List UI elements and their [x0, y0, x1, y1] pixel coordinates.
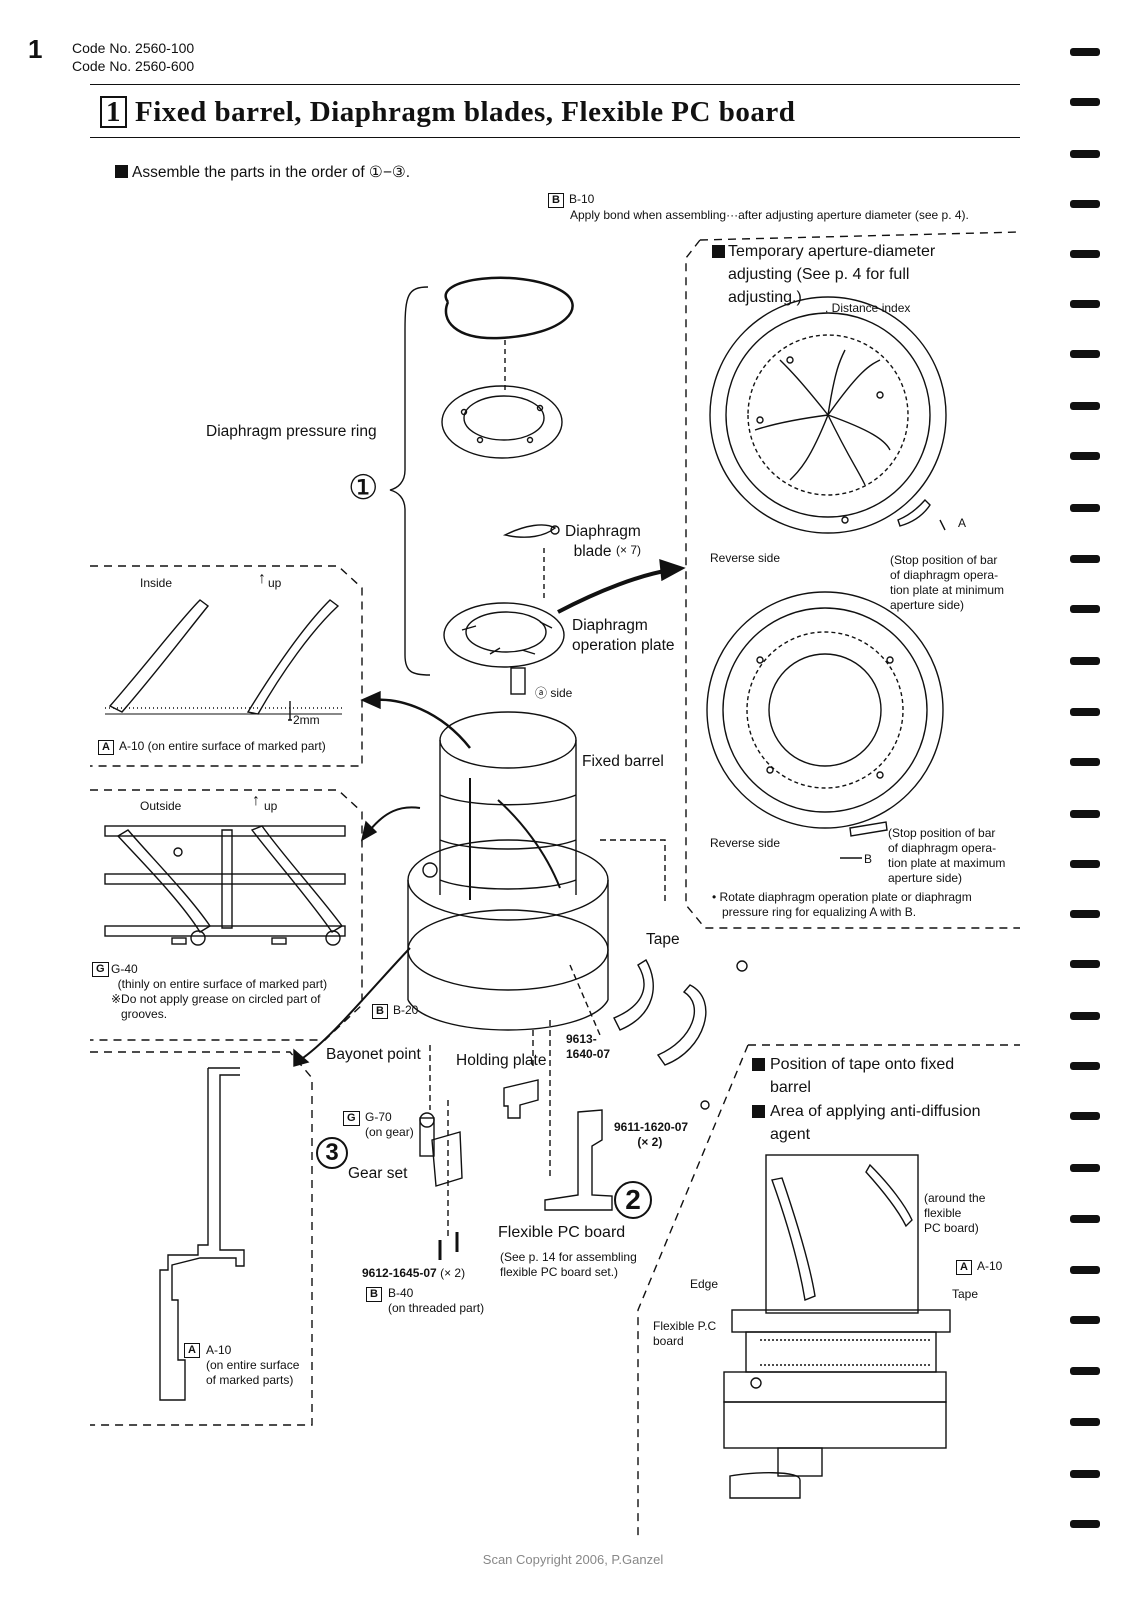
around-flex-note: (around the flexible PC board) — [924, 1191, 986, 1235]
a10-lower-note: A-10 (on entire surface of marked parts) — [206, 1343, 300, 1387]
g70-box-wrap: G — [343, 1110, 365, 1126]
part-9613-1640-07: 9613- 1640-07 — [566, 1032, 611, 1061]
distance-index-label: , Distance index — [825, 301, 911, 315]
bullet-square-icon — [712, 245, 725, 258]
g70-box: G — [343, 1111, 360, 1126]
reverse-side-label-2: Reverse side — [710, 836, 781, 850]
a10-right-box: A — [956, 1260, 972, 1275]
reverse-side-label-1: Reverse side — [710, 551, 781, 565]
holding-plate-drawing — [503, 1079, 539, 1119]
code-number-2: Code No. 2560-600 — [72, 58, 195, 74]
a10-lower-box: A — [184, 1343, 200, 1358]
retaining-ring — [444, 276, 574, 340]
step-2-marker: 2 — [614, 1181, 652, 1219]
label-a: A — [958, 516, 967, 530]
stop-min-note: (Stop position of bar of diaphragm opera… — [890, 553, 1005, 612]
gear-set-drawing — [419, 1112, 463, 1187]
diaphragm-operation-plate-drawing — [443, 602, 565, 695]
inside-grooves — [105, 599, 342, 721]
tape-right-label: Tape — [952, 1287, 979, 1301]
edge-label: Edge — [690, 1277, 719, 1291]
g70-note: G-70 (on gear) — [365, 1110, 414, 1139]
label-b: B — [864, 852, 873, 866]
a10-box: A — [98, 740, 114, 755]
copyright: Scan Copyright 2006, P.Ganzel — [482, 1552, 664, 1567]
stop-max-note: (Stop position of bar of diaphragm opera… — [888, 826, 1006, 885]
g40-note: G-40 (thinly on entire surface of marked… — [111, 962, 328, 1021]
bayonet-point-label: Bayonet point — [326, 1046, 421, 1063]
brace — [389, 286, 431, 676]
arrow-up-icon: ↑ — [258, 570, 266, 587]
diaphragm-pressure-ring-drawing — [441, 385, 563, 459]
title-text: Fixed barrel, Diaphragm blades, Flexible… — [135, 96, 796, 128]
part-9612-1645-07: 9612-1645-07 (× 2) — [362, 1266, 466, 1280]
arrow-up-icon: ↑ — [252, 792, 260, 809]
fixed-barrel-label: Fixed barrel — [582, 753, 664, 770]
flexible-pc-board-label: Flexible PC board — [498, 1224, 626, 1241]
outside-label: Outside — [140, 799, 182, 813]
diaphragm-blade-label: Diaphragm blade — [565, 523, 641, 560]
a10-lower-box-wrap: A — [184, 1342, 205, 1358]
a-side-label: ⓐ side — [535, 686, 573, 700]
rotate-note: • Rotate diaphragm operation plate or di… — [712, 890, 972, 919]
panel-tape-position — [637, 1044, 1020, 1540]
outside-grooves — [104, 825, 346, 946]
tape-drawing — [613, 959, 654, 1031]
bullet-square-icon — [752, 1105, 765, 1118]
panel-outside — [90, 789, 363, 1041]
diaphragm-operation-plate-label: Diaphragm operation plate — [572, 617, 675, 654]
b10-box: B — [548, 193, 564, 208]
b40-box-wrap: B — [366, 1286, 387, 1302]
temporary-adjusting-heading: Temporary aperture-diameter adjusting (S… — [712, 240, 935, 309]
panel-section — [90, 1051, 313, 1426]
step-1-marker: ① — [348, 469, 379, 507]
intro-text: Assemble the parts in the order of ①−③. — [115, 163, 410, 182]
diaphragm-blade-drawing — [502, 524, 557, 538]
diaphragm-pressure-ring-label: Diaphragm pressure ring — [206, 423, 377, 440]
up-label-2: up — [264, 799, 278, 813]
g40-box: G — [92, 962, 109, 977]
blade-count: (× 7) — [616, 543, 642, 557]
cross-section-profile — [159, 1067, 245, 1401]
two-mm-label: 2mm — [293, 713, 320, 727]
code-number-1: Code No. 2560-100 — [72, 40, 195, 56]
barrel-tape-drawing — [723, 1154, 951, 1499]
g40-box-wrap: G — [92, 961, 114, 977]
gear-set-label: Gear set — [348, 1165, 408, 1182]
b40-note: B-40 (on threaded part) — [388, 1286, 485, 1315]
b40-box: B — [366, 1287, 382, 1302]
flexible-pc-board-drawing — [544, 1109, 613, 1211]
b10-note: Apply bond when assembling···after adjus… — [570, 208, 969, 222]
tape-label: Tape — [646, 931, 680, 948]
up-label-1: up — [268, 576, 282, 590]
bullet-square-icon — [115, 165, 128, 178]
page-number: 1 — [28, 34, 43, 64]
iris-min — [709, 296, 947, 534]
title-number-box: 1 — [100, 96, 127, 128]
b20-box: B — [372, 1004, 388, 1019]
holding-plate-label: Holding plate — [456, 1052, 547, 1069]
title-bar — [90, 84, 1020, 138]
bullet-square-icon — [752, 1058, 765, 1071]
see-p14-note: (See p. 14 for assembling flexible PC bo… — [500, 1250, 637, 1279]
tape-position-heading: Position of tape onto fixed barrel — [752, 1053, 954, 1099]
panel-inside — [90, 565, 363, 767]
step-3-marker: 3 — [316, 1137, 348, 1169]
flexible-pc-label: Flexible P.C board — [653, 1319, 717, 1348]
part-9611-1620-07: 9611-1620-07 (× 2) — [614, 1120, 689, 1149]
fixed-barrel-drawing — [407, 711, 609, 1031]
iris-max — [706, 591, 944, 859]
inside-label: Inside — [140, 576, 173, 590]
anti-diffusion-heading: Area of applying anti-diffusion agent — [752, 1100, 981, 1146]
panel-temporary-adjusting — [685, 231, 1021, 929]
